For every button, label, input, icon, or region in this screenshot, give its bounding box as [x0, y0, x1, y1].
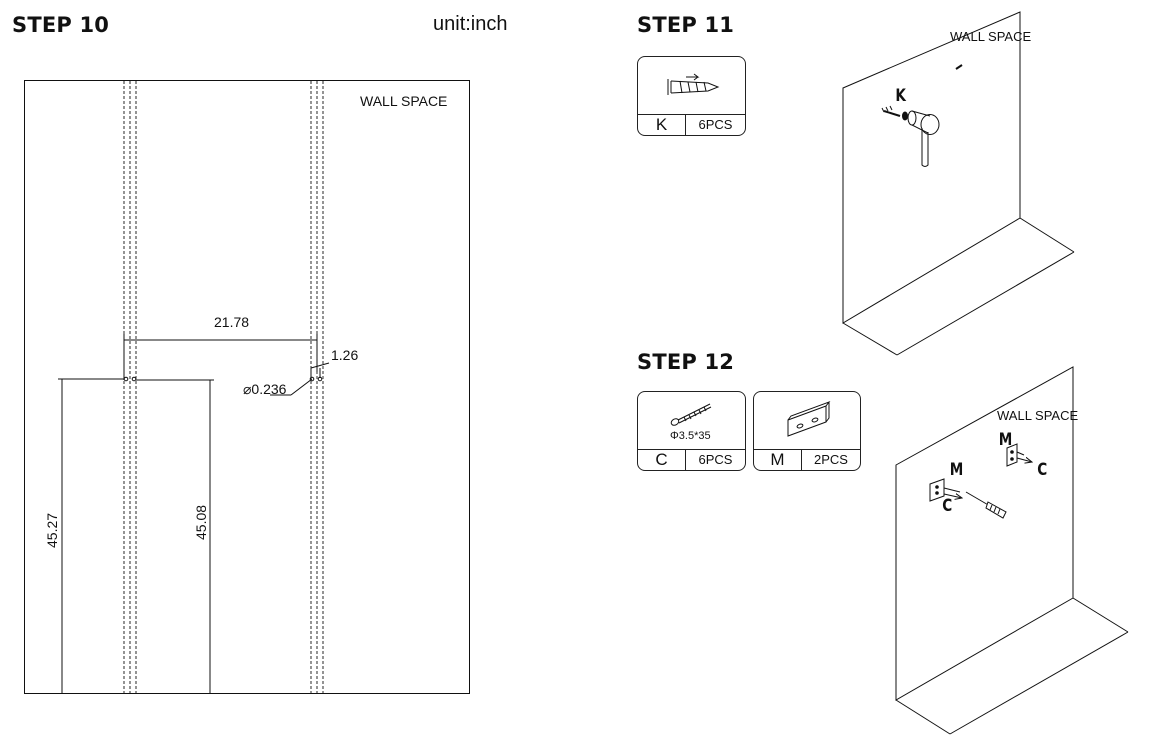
callout-screw-upper: C [1037, 460, 1048, 480]
height-left-label: 45.27 [44, 512, 60, 548]
hole-diameter-label: ⌀0.236 [243, 381, 287, 397]
part-qty-k: 6PCS [698, 117, 733, 132]
wall-space-label: WALL SPACE [360, 93, 448, 109]
wall-outline [24, 80, 470, 694]
step10-wall-elevation [24, 80, 470, 694]
callout-bracket-lower: M [949, 460, 964, 480]
drill-hole [131, 376, 137, 382]
step10-title: STEP 10 [12, 13, 110, 37]
height-right-label: 45.08 [193, 504, 209, 540]
step11-wall-illustration [842, 11, 1075, 356]
part-card-m: M 2PCS [753, 391, 861, 471]
bracket-upper [1006, 443, 1032, 466]
drill-hole [309, 376, 315, 382]
step11-callout-k: K [895, 86, 906, 106]
stud-right [310, 81, 324, 693]
offset-leader [310, 362, 330, 369]
step12-wall-space-label: WALL SPACE [997, 408, 1079, 423]
screw-spec-label: Φ3.5*35 [670, 430, 711, 442]
step12-wall-illustration [895, 366, 1129, 735]
part-code-m: M [754, 450, 802, 470]
callout-bracket-upper: M [998, 430, 1013, 450]
callout-screw-lower: C [942, 496, 953, 516]
wall-anchor-icon [638, 57, 745, 112]
bracket-lower [929, 478, 1007, 519]
screwdriver [965, 491, 991, 507]
step11-wall-space-label: WALL SPACE [950, 29, 1032, 44]
step12-title: STEP 12 [637, 350, 735, 374]
part-card-c: Φ3.5*35 C 6PCS [637, 391, 746, 471]
unit-label: unit:inch [433, 13, 508, 35]
part-card-k: K 6PCS [637, 56, 746, 136]
part-qty-m: 2PCS [814, 452, 848, 467]
width-dimension [123, 334, 318, 380]
width-dimension-label: 21.78 [214, 314, 250, 330]
wall-anchor-k [881, 105, 908, 121]
part-code-c: C [638, 450, 686, 470]
screw-icon [638, 392, 745, 447]
part-code-k: K [638, 115, 686, 135]
drill-hole [123, 376, 129, 382]
stud-left [123, 81, 137, 693]
mounting-bracket-icon [754, 392, 860, 447]
step11-title: STEP 11 [637, 13, 735, 37]
robe-hook [907, 110, 940, 167]
offset-dimension-label: 1.26 [331, 347, 359, 363]
part-qty-c: 6PCS [698, 452, 733, 467]
